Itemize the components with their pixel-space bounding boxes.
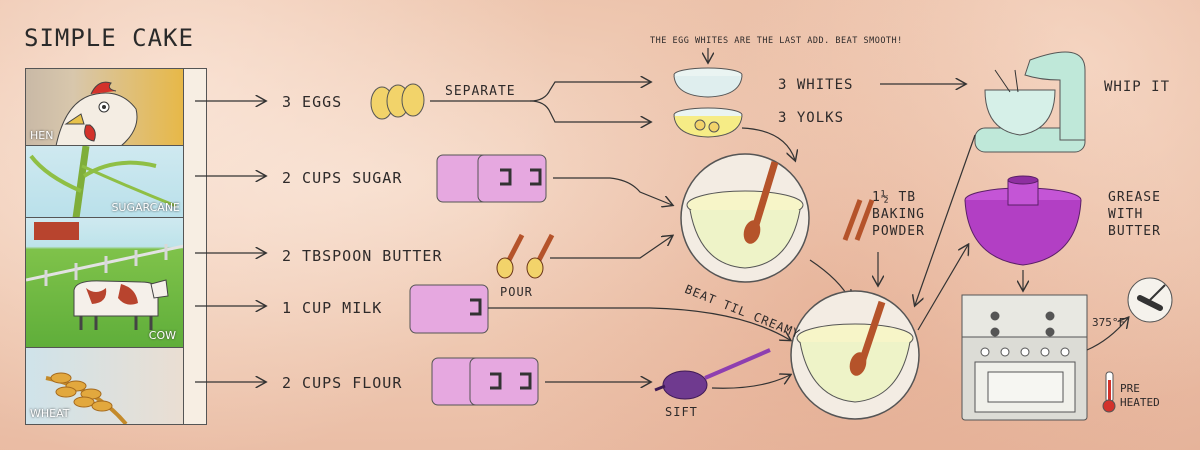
pour-label: POUR	[500, 285, 533, 299]
wheat-panel: WHEAT	[25, 347, 185, 425]
page-title: SIMPLE CAKE	[24, 24, 194, 52]
cow-panel: COW	[25, 217, 185, 349]
sifter-icon	[654, 348, 771, 400]
butter-spoons-icon	[496, 233, 555, 279]
mixing-bowl-icon	[790, 290, 920, 420]
note-label: THE EGG WHITES ARE THE LAST ADD. BEAT SM…	[650, 36, 903, 46]
milk-cup-icon	[409, 284, 489, 334]
temp-label: 375°F	[1092, 316, 1126, 329]
milk-label: 1 CUP MILK	[282, 299, 383, 317]
baking-powder-label-1: 1½ TB	[872, 190, 917, 205]
baking-powder-label-2: BAKING	[872, 207, 925, 222]
whip-label: WHIP IT	[1104, 79, 1171, 95]
sugar-cup-icon	[436, 154, 547, 203]
butter-arrow	[550, 236, 672, 259]
separate-arrows	[430, 82, 650, 122]
creaming-bowl-icon	[680, 153, 810, 283]
source-arrows	[195, 101, 265, 382]
baking-powder-label-3: POWDER	[872, 224, 925, 239]
cow-icon	[26, 222, 184, 330]
yolks-label: 3 YOLKS	[778, 110, 845, 126]
separate-label: SEPARATE	[445, 84, 516, 99]
grease-label-3: BUTTER	[1108, 224, 1161, 239]
mixer-bowl-arrows	[915, 134, 1023, 331]
preheated-label-2: HEATED	[1120, 396, 1160, 409]
stand-mixer-icon	[974, 51, 1086, 153]
sugar-label: 2 CUPS SUGAR	[282, 169, 403, 187]
baking-powder-spoons-icon	[842, 199, 875, 241]
bundt-pan-icon	[964, 175, 1082, 266]
butter-label: 2 TBSPOON BUTTER	[282, 247, 443, 265]
sugarcane-icon	[29, 146, 177, 218]
hen-label: HEN	[30, 129, 54, 142]
hen-icon	[55, 81, 138, 146]
eggs-label: 3 EGGS	[282, 93, 343, 111]
sugarcane-label: SUGARCANE	[111, 201, 180, 214]
flour-cup-icon	[431, 357, 539, 406]
sift-arrow	[711, 375, 790, 389]
hen-panel: HEN	[25, 68, 185, 147]
whites-label: 3 WHITES	[778, 77, 854, 93]
yolks-arrow	[741, 127, 795, 160]
whites-bowl-icon	[673, 67, 743, 98]
milk-arrow	[488, 307, 790, 340]
sugar-arrow	[553, 177, 672, 205]
sift-label: SIFT	[665, 405, 698, 419]
grease-label-2: WITH	[1108, 207, 1144, 222]
dial-icon	[1127, 277, 1173, 323]
oven-icon	[961, 294, 1088, 421]
preheated-label-1: PRE	[1120, 382, 1140, 395]
panel-frame	[183, 68, 207, 425]
flour-label: 2 CUPS FLOUR	[282, 374, 403, 392]
cow-label: COW	[148, 329, 176, 342]
wheat-label: WHEAT	[30, 407, 70, 420]
temp-arrow	[1086, 318, 1128, 351]
eggs-icon	[370, 83, 425, 120]
thermometer-icon	[1102, 371, 1116, 413]
yolks-bowl-icon	[673, 107, 743, 138]
grease-label-1: GREASE	[1108, 190, 1161, 205]
wheat-icon	[45, 372, 128, 424]
